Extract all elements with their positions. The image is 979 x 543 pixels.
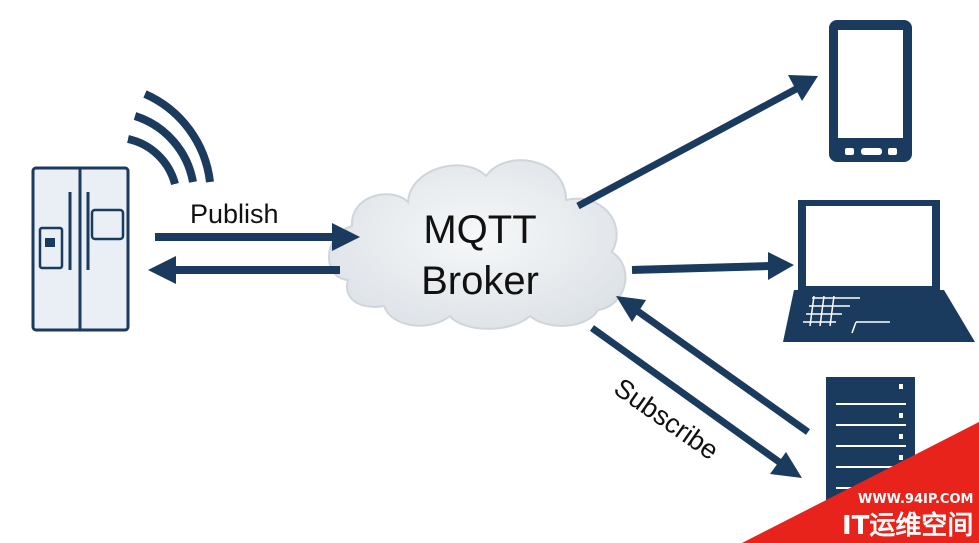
watermark-url: WWW.94IP.COM [858, 492, 973, 507]
refrigerator-icon [31, 166, 130, 332]
arrow-to-smartphone-head [788, 75, 818, 101]
broker-label-line2: Broker [421, 259, 539, 303]
subscribe-label: Subscribe [609, 372, 725, 465]
publish-label: Publish [190, 199, 279, 229]
return-arrow-head [148, 256, 176, 284]
broker-label-line1: MQTT [423, 208, 536, 252]
cloud-icon [328, 159, 627, 330]
watermark: WWW.94IP.COM IT运维空间 [742, 422, 979, 543]
arrow-to-laptop-head [768, 252, 794, 280]
arrow-to-smartphone [576, 84, 800, 210]
laptop-icon [783, 200, 975, 342]
watermark-triangle [742, 422, 979, 543]
delivery-arrow-head [770, 452, 802, 478]
arrow-to-laptop [631, 262, 771, 274]
smartphone-icon [829, 20, 912, 162]
delivery-arrow [589, 325, 785, 467]
subscribe-arrow-head [616, 296, 646, 322]
subscribe-arrow [633, 307, 811, 435]
wifi-signal-icon [127, 90, 214, 186]
publish-arrow-head [332, 223, 360, 251]
watermark-brand: IT运维空间 [842, 510, 973, 541]
